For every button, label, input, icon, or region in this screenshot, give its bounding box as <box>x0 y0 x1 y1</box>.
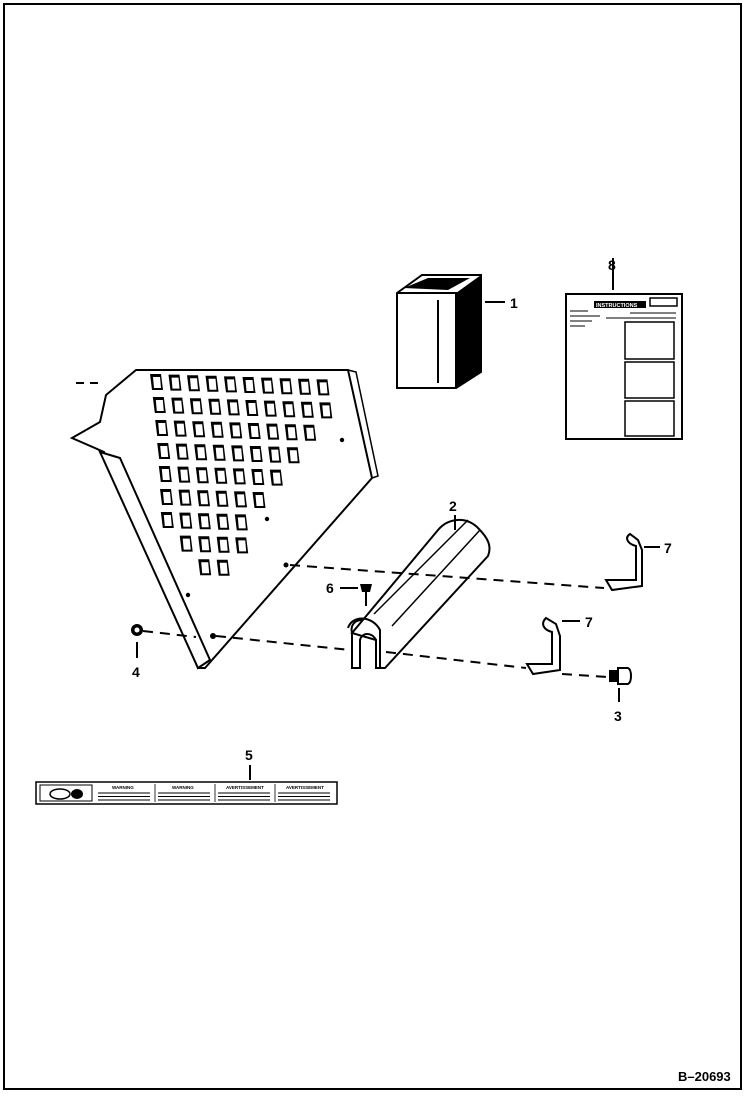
grille-slot-inner <box>198 470 207 482</box>
grille-slot-inner <box>160 446 169 457</box>
grille-slot-inner <box>234 448 243 460</box>
grille-slot-inner <box>237 517 246 529</box>
part-7-bracket-lower <box>525 616 580 676</box>
instruction-heading: INSTRUCTIONS <box>596 303 638 309</box>
part-7-bracket-upper <box>604 532 660 592</box>
grille-slot-inner <box>155 400 164 411</box>
grille-slot-inner <box>255 495 264 506</box>
grille-slot-inner <box>287 427 296 439</box>
grille-slot-inner <box>227 379 235 391</box>
grille-slot-inner <box>163 515 172 526</box>
rear-grille <box>69 369 379 670</box>
part-5-warning-decal: WARNING WARNING AVERTISSEMENT AVERTISSEM… <box>35 765 338 805</box>
grille-slot-inner <box>254 472 263 483</box>
part-3-bolt <box>609 667 632 702</box>
grille-slot-inner <box>235 471 244 483</box>
grille-slot-inner <box>219 562 228 574</box>
grille-slot-inner <box>213 424 222 436</box>
callout-3: 3 <box>614 708 622 724</box>
grille-slot-inner <box>264 380 272 392</box>
grille-slot-inner <box>181 492 190 504</box>
grille-slot-inner <box>322 405 331 417</box>
decal-panel-avertissement-2: AVERTISSEMENT <box>286 785 324 790</box>
grille-slot-inner <box>208 378 217 390</box>
grille-slot-inner <box>219 516 228 528</box>
grille-slots <box>150 374 333 576</box>
grille-slot-inner <box>229 402 238 414</box>
part-1-box <box>396 274 505 389</box>
grille-slot-inner <box>192 401 201 413</box>
reference-code: B–20693 <box>678 1069 731 1084</box>
part-6-rivet <box>340 584 372 606</box>
grille-slot-inner <box>217 470 226 482</box>
grille-slot-inner <box>201 539 210 551</box>
grille-slot-inner <box>197 447 206 459</box>
grille-slot-inner <box>201 562 210 574</box>
grille-slot-inner <box>252 449 261 460</box>
callout-1: 1 <box>510 295 518 311</box>
grille-slot-inner <box>218 493 227 505</box>
grille-slot-inner <box>195 424 204 436</box>
grille-slot-inner <box>182 515 191 527</box>
grille-slot-inner <box>182 538 191 550</box>
grille-slot-inner <box>282 381 291 393</box>
grille-slot-inner <box>211 401 220 413</box>
grille-slot-inner <box>200 493 208 505</box>
grille-slot-inner <box>180 469 189 481</box>
decal-panel-warning-1: WARNING <box>112 785 134 790</box>
grille-slot-inner <box>303 404 312 416</box>
grille-slot-inner <box>215 447 224 459</box>
part-4-nut <box>131 624 143 658</box>
grille-slot-inner <box>163 492 171 503</box>
grille-slot-inner <box>306 427 315 439</box>
callout-2: 2 <box>449 498 457 514</box>
grille-slot-inner <box>176 423 185 435</box>
decal-panel-warning-2: WARNING <box>172 785 194 790</box>
grille-slot-inner <box>301 381 309 393</box>
grille-slot-inner <box>153 377 161 388</box>
grille-slot-inner <box>232 425 241 437</box>
grille-slot-inner <box>285 404 294 416</box>
callout-8: 8 <box>608 257 616 273</box>
callout-5: 5 <box>245 747 253 763</box>
grille-slot-inner <box>271 449 280 461</box>
grille-slot-inner <box>174 400 183 412</box>
grille-slot-inner <box>248 403 257 414</box>
callout-7-lower: 7 <box>585 614 593 630</box>
diagram-frame <box>3 3 742 1090</box>
decal-panel-avertissement-1: AVERTISSEMENT <box>226 785 264 790</box>
grille-slot-inner <box>190 378 198 390</box>
decal-fine-print <box>98 792 330 801</box>
grille-slot-inner <box>171 377 180 389</box>
assembly-lines <box>142 564 609 678</box>
part-2-guard <box>347 515 491 669</box>
grille-slot-inner <box>238 540 247 552</box>
grille-slot-inner <box>161 469 170 480</box>
grille-slot-inner <box>219 539 228 551</box>
grille-slot-inner <box>319 382 328 394</box>
grille-slot-inner <box>200 516 209 528</box>
callout-6: 6 <box>326 580 334 596</box>
callout-4: 4 <box>132 664 140 680</box>
grille-slot-inner <box>266 403 275 415</box>
grille-slot-inner <box>237 494 245 506</box>
grille-slot-inner <box>269 426 278 438</box>
grille-slot-inner <box>272 472 281 484</box>
part-8-instruction-sheet: INSTRUCTIONS <box>565 258 683 440</box>
grille-slot-inner <box>250 426 259 437</box>
grille-slot-inner <box>178 446 187 458</box>
grille-slot-inner <box>158 423 167 434</box>
grille-slot-inner <box>289 450 298 462</box>
callout-7-upper: 7 <box>664 540 672 556</box>
grille-slot-inner <box>245 380 254 391</box>
